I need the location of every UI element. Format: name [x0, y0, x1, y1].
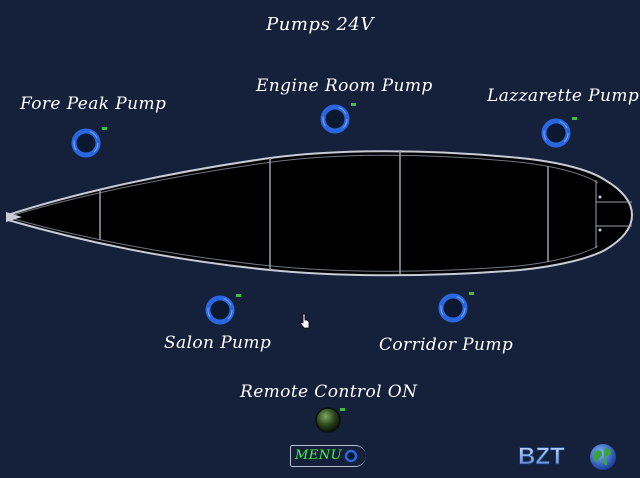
salon-pump-indicator[interactable]: [203, 293, 237, 327]
bzt-logo-text: BZT: [518, 443, 565, 470]
blue-ring-icon: [438, 293, 468, 323]
fore-peak-pump-indicator[interactable]: [69, 126, 103, 160]
engine-room-pump-indicator[interactable]: [318, 102, 352, 136]
corridor-pump-indicator[interactable]: [436, 291, 470, 325]
corridor-pump-label: Corridor Pump: [379, 335, 514, 355]
blue-ring-icon: [205, 295, 235, 325]
lazzarette-flag-icon: [572, 117, 577, 120]
remote-control-label: Remote Control ON: [240, 382, 418, 402]
menu-button[interactable]: MENU: [290, 445, 366, 467]
hull-diagram: [6, 150, 634, 277]
lazzarette-pump-label: Lazzarette Pump: [487, 86, 640, 106]
mouse-pointer-icon: [300, 313, 310, 329]
page-title: Pumps 24V: [266, 14, 374, 35]
blue-ring-icon: [541, 118, 571, 148]
ring-icon: [344, 449, 358, 463]
salon-pump-label: Salon Pump: [164, 333, 272, 353]
globe-icon: [590, 444, 616, 470]
corridor-flag-icon: [469, 292, 474, 295]
lazzarette-pump-indicator[interactable]: [539, 116, 573, 150]
bzt-logo: BZT: [518, 443, 566, 471]
engine-room-pump-label: Engine Room Pump: [256, 76, 433, 96]
blue-ring-icon: [71, 128, 101, 158]
fore-peak-flag-icon: [102, 127, 107, 130]
remote-control-flag-icon: [340, 408, 345, 411]
engine-room-flag-icon: [351, 103, 356, 106]
salon-flag-icon: [236, 294, 241, 297]
green-led-icon[interactable]: [314, 406, 342, 434]
fore-peak-pump-label: Fore Peak Pump: [20, 94, 167, 114]
menu-button-label: MENU: [295, 448, 343, 463]
blue-ring-icon: [320, 104, 350, 134]
